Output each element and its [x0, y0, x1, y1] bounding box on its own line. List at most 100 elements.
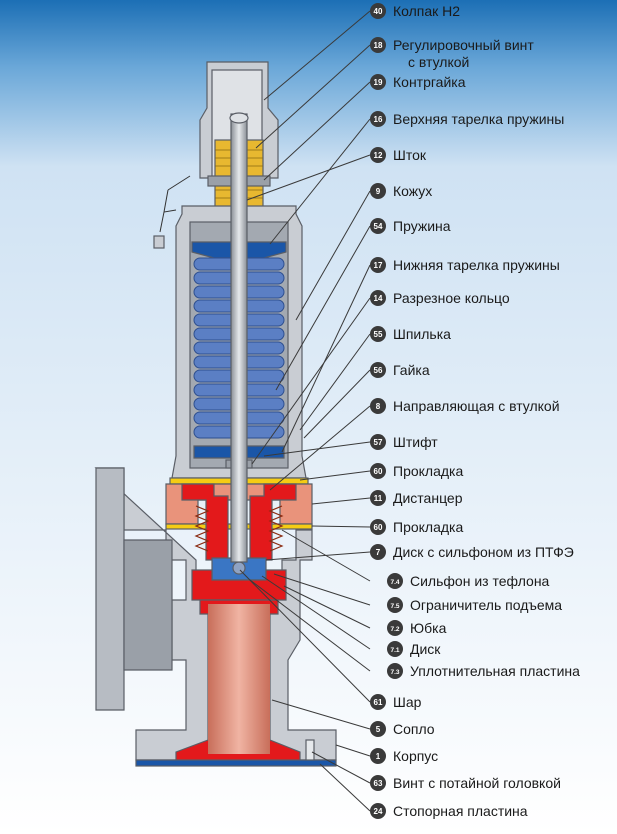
badge-circle	[370, 326, 386, 342]
badge-number: 55	[374, 330, 383, 339]
badge-number: 17	[374, 261, 383, 270]
badge-circle	[370, 694, 386, 710]
label-cap: 40 Колпак Н2	[370, 3, 460, 19]
badge-circle	[370, 147, 386, 163]
badge-circle	[370, 290, 386, 306]
label-nozzle: 5 Сопло	[370, 721, 435, 737]
label-lock-nut: 19 Контргайка	[370, 74, 466, 90]
badge-circle	[387, 573, 403, 589]
part-label: Дистанцер	[393, 490, 463, 506]
valve-drawing	[94, 61, 337, 767]
label-spacer: 11 Дистанцер	[370, 490, 463, 506]
badge-number: 60	[374, 467, 383, 476]
seal-tag	[153, 235, 165, 249]
part-label: Корпус	[393, 748, 438, 764]
part-label: Сильфон из тефлона	[410, 573, 550, 589]
badge-number: 7	[376, 548, 381, 557]
badge-circle	[387, 620, 403, 636]
label-sealing-plate: 7.3 Уплотнительная пластина	[387, 663, 580, 679]
bellows-part	[194, 505, 284, 552]
badge-circle	[370, 721, 386, 737]
badge-circle	[370, 748, 386, 764]
label-stop-plate: 24 Стопорная пластина	[370, 803, 528, 819]
inlet-flange	[95, 467, 125, 711]
labels: 40 Колпак Н2 18 Регулировочный винт с вт…	[370, 3, 580, 819]
badge-circle	[370, 398, 386, 414]
badge-number: 7.4	[390, 579, 399, 586]
part-label: Колпак Н2	[393, 3, 460, 19]
badge-circle	[370, 257, 386, 273]
nozzle-bore	[208, 604, 270, 754]
seal-wire	[159, 175, 191, 233]
label-countersunk-screw: 63 Винт с потайной головкой	[370, 775, 561, 791]
label-disc-bellows: 7 Диск с сильфоном из ПТФЭ	[370, 544, 574, 560]
badge-number: 16	[374, 115, 383, 124]
badge-circle	[370, 490, 386, 506]
label-ball: 61 Шар	[370, 694, 422, 710]
countersunk-screw	[305, 739, 315, 761]
badge-number: 57	[374, 438, 383, 447]
label-pin: 57 Штифт	[370, 434, 438, 450]
badge-circle	[370, 463, 386, 479]
badge-number: 7.2	[390, 626, 399, 633]
inlet-bore	[123, 539, 173, 671]
part-label: Контргайка	[393, 74, 466, 90]
badge-circle	[370, 218, 386, 234]
badge-number: 1	[376, 752, 381, 761]
ball-part	[232, 561, 246, 575]
badge-circle	[370, 3, 386, 19]
badge-circle	[370, 803, 386, 819]
badge-circle	[370, 434, 386, 450]
badge-circle	[370, 775, 386, 791]
badge-circle	[370, 74, 386, 90]
part-label: Юбка	[410, 620, 447, 636]
label-adjusting-screw: 18 Регулировочный винт с втулкой	[370, 37, 534, 70]
label-disc: 7.1 Диск	[387, 641, 441, 657]
badge-number: 56	[374, 366, 383, 375]
stop-plate	[135, 759, 337, 767]
badge-number: 9	[376, 187, 381, 196]
part-label: Уплотнительная пластина	[410, 663, 580, 679]
badge-circle	[370, 111, 386, 127]
label-stud: 55 Шпилька	[370, 326, 451, 342]
part-label: Диск	[410, 641, 441, 657]
badge-number: 60	[374, 523, 383, 532]
badge-number: 19	[374, 78, 383, 87]
badge-circle	[370, 544, 386, 560]
part-label: Пружина	[393, 218, 451, 234]
part-label: Шпилька	[393, 326, 451, 342]
badge-number: 54	[374, 222, 383, 231]
part-label: Винт с потайной головкой	[393, 775, 561, 791]
label-nut: 56 Гайка	[370, 362, 430, 378]
badge-number: 61	[374, 698, 383, 707]
badge-number: 11	[374, 494, 383, 503]
part-label: Разрезное кольцо	[393, 290, 510, 306]
label-gasket-lower: 60 Прокладка	[370, 519, 463, 535]
label-skirt: 7.2 Юбка	[387, 620, 447, 636]
part-label: Шток	[393, 147, 427, 163]
label-split-ring: 14 Разрезное кольцо	[370, 290, 510, 306]
label-lower-spring-plate: 17 Нижняя тарелка пружины	[370, 257, 560, 273]
badge-number: 24	[374, 807, 383, 816]
label-upper-spring-plate: 16 Верхняя тарелка пружины	[370, 111, 564, 127]
label-guide: 8 Направляющая с втулкой	[370, 398, 560, 414]
badge-circle	[370, 519, 386, 535]
part-label: Сопло	[393, 721, 435, 737]
leader-lines	[239, 10, 371, 812]
label-spring: 54 Пружина	[370, 218, 451, 234]
part-label: Кожух	[393, 183, 432, 199]
label-body: 1 Корпус	[370, 748, 438, 764]
part-label: Нижняя тарелка пружины	[393, 257, 560, 273]
badge-circle	[370, 183, 386, 199]
badge-number: 14	[374, 294, 383, 303]
label-teflon-bellows: 7.4 Сильфон из тефлона	[387, 573, 550, 589]
stem-top	[229, 112, 249, 124]
label-gasket-upper: 60 Прокладка	[370, 463, 463, 479]
badge-circle	[370, 37, 386, 53]
part-label: Прокладка	[393, 463, 463, 479]
part-label: Регулировочный винт	[393, 37, 534, 53]
part-label: Штифт	[393, 434, 438, 450]
badge-number: 8	[376, 402, 381, 411]
part-label: Гайка	[393, 362, 430, 378]
